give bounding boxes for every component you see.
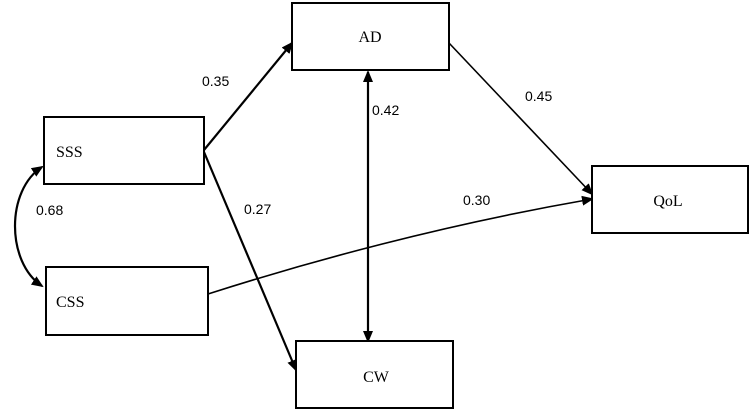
node-cw-label: CW bbox=[363, 369, 390, 386]
node-ad-label: AD bbox=[358, 29, 381, 46]
coef-sss-css: 0.68 bbox=[36, 202, 63, 218]
node-qol: QoL bbox=[591, 165, 749, 234]
coef-sss-cw: 0.27 bbox=[244, 201, 271, 217]
node-ad: AD bbox=[291, 2, 450, 71]
coef-ad-cw: 0.42 bbox=[372, 102, 399, 118]
coef-css-qol: 0.30 bbox=[463, 192, 490, 208]
edge-sss-cw bbox=[202, 151, 298, 372]
edge-sss-ad bbox=[203, 41, 294, 151]
node-qol-label: QoL bbox=[653, 193, 682, 210]
node-cw: CW bbox=[295, 340, 454, 409]
edge-ad-qol bbox=[448, 42, 594, 196]
node-sss-label: SSS bbox=[56, 144, 83, 161]
node-sss: SSS bbox=[43, 116, 205, 185]
edge-css-qol bbox=[207, 195, 594, 295]
node-css: CSS bbox=[45, 266, 209, 336]
node-css-label: CSS bbox=[56, 294, 84, 311]
coef-ad-qol: 0.45 bbox=[525, 88, 552, 104]
edge-sss-css-correlation bbox=[14, 165, 44, 288]
coef-sss-ad: 0.35 bbox=[202, 73, 229, 89]
